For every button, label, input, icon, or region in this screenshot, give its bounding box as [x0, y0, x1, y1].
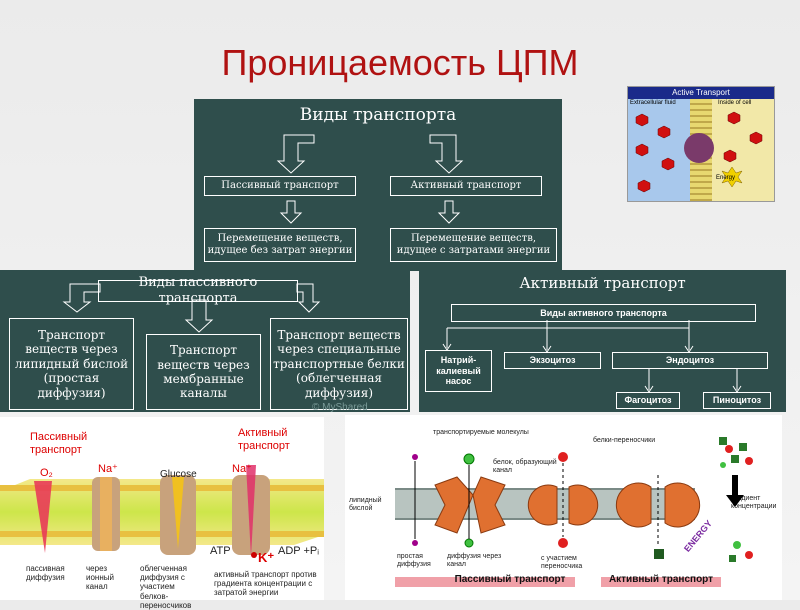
mini-extracellular-label: Extracellular fluid [630, 100, 676, 106]
active-desc-box: Перемещение веществ, идущее с затратами … [390, 228, 557, 262]
transport-proteins-box: Транспорт веществ через специальные тран… [270, 318, 408, 410]
endocytosis-box: Эндоцитоз [612, 352, 768, 369]
membrane-illustration-right: транспортируемые молекулы белок, образую… [345, 415, 782, 600]
passive-transport-label: Пассивный транспорт [30, 431, 88, 456]
passive-desc-box: Перемещение веществ, идущее без затрат э… [204, 228, 356, 262]
passive-arrows-icon [62, 283, 321, 333]
active-transport-bar: Активный транспорт [608, 574, 714, 585]
active-kinds-box: Виды активного транспорта [451, 304, 756, 322]
active-types-heading: Активный транспорт [519, 274, 686, 292]
exocytosis-box: Экзоцитоз [504, 352, 601, 369]
active-transport-label: Активный транспорт [238, 427, 290, 452]
carriers-label: белки-переносчики [593, 437, 656, 444]
arrow-left-icon [276, 134, 464, 224]
gradient-label: градиент концентрации [731, 495, 777, 511]
mini-diagram-title: Active Transport [628, 87, 774, 99]
mini-inside-label: Inside of cell [718, 100, 752, 106]
membrane-illustration-left: Пассивный транспорт Активный транспорт O… [0, 417, 324, 610]
membrane-bilayer-graphic [0, 465, 324, 558]
mini-protein [684, 133, 714, 163]
caption-facilitated: облегченная диффузия с участием белков-п… [140, 564, 192, 610]
caption-ion-channel: через ионный канал [86, 564, 114, 592]
glucose-label: Glucose [160, 469, 197, 480]
phagocytosis-box: Фагоцитоз [616, 392, 680, 409]
na-label: Na⁺ [98, 463, 118, 475]
caption-via-channel: диффузия через канал [447, 553, 502, 569]
active-types-panel: Активный транспорт Виды активного трансп… [419, 270, 786, 412]
molecules-label: транспортируемые молекулы [433, 429, 529, 436]
sodium-potassium-pump-box: Натрий-калиевый насос [425, 350, 492, 392]
membrane-right-graphic [395, 437, 753, 587]
active-transport-box: Активный транспорт [390, 176, 542, 196]
k-label: K⁺ [258, 550, 275, 565]
slide-title: Проницаемость ЦПМ [221, 42, 579, 83]
transport-types-heading: Виды транспорта [299, 105, 457, 125]
membrane-channels-box: Транспорт веществ через мембранные канал… [146, 334, 261, 410]
molecule-icons [635, 111, 763, 193]
channel-protein-label: белок, образующий канал [493, 459, 557, 475]
passive-transport-bar: Пассивный транспорт [454, 574, 566, 585]
caption-with-carrier: с участием переносчика [541, 555, 583, 571]
bilayer-label: липидный бислой [349, 497, 382, 513]
transport-types-panel: Виды транспорта Пассивный транспорт Акти… [194, 99, 562, 271]
passive-transport-box: Пассивный транспорт [204, 176, 356, 196]
caption-active: активный транспорт против градиента конц… [214, 570, 317, 598]
caption-simple: простая диффузия [397, 553, 431, 569]
mini-diagram-inside [712, 99, 774, 201]
atp-label: ATP [210, 545, 231, 557]
mini-energy-label: Energy [716, 175, 736, 181]
passive-types-panel: Виды пассивного транспорта Транспорт вещ… [0, 270, 410, 413]
pinocytosis-box: Пиноцитоз [703, 392, 771, 409]
passive-types-heading: Виды пассивного транспорта [98, 275, 298, 306]
lipid-bilayer-box: Транспорт веществ через липидный бислой … [9, 318, 134, 410]
watermark: © MyShared [312, 402, 368, 413]
o2-label: O₂ [40, 467, 53, 479]
caption-simple-diffusion: пассивная диффузия [26, 564, 65, 583]
active-transport-mini-diagram: Active Transport Extracellular fluid Ins… [627, 86, 775, 202]
na-active-label: Na⁺ [232, 463, 252, 475]
adp-label: ADP +Pᵢ [278, 545, 319, 557]
